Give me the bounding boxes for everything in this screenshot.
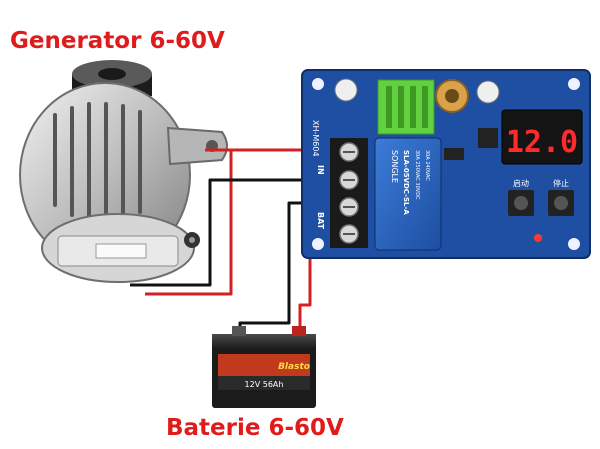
start-button-label: 启动 — [513, 178, 529, 188]
generator-image — [19, 60, 228, 283]
relay-spec-2-text: 30A 240VAC — [424, 150, 430, 181]
stop-button-label: 停止 — [553, 178, 569, 188]
wire-generator-negative — [130, 178, 331, 287]
voltage-readout: 12.0 — [506, 125, 578, 160]
relay-model-text: SLA-05VDC-SL-A — [402, 150, 410, 215]
module-model-text: XH-M604 — [311, 120, 320, 157]
control-buttons — [508, 190, 574, 216]
relay — [374, 137, 442, 251]
relay-spec-1-text: 30A 250VAC 30VDC — [414, 150, 420, 200]
wire-generator-positive — [145, 148, 233, 296]
control-module — [301, 69, 591, 259]
battery-image — [212, 326, 316, 408]
battery-spec-text: 12V 56Ah — [245, 380, 284, 389]
battery-brand-text: Blasto — [278, 362, 310, 372]
relay-brand-text: SONGLE — [390, 150, 399, 183]
voltage-display — [501, 109, 583, 165]
terminal-in-text: IN — [316, 165, 325, 175]
screw-terminals — [330, 138, 368, 248]
battery-label: Baterie 6-60V — [166, 415, 344, 441]
generator-label: Generator 6-60V — [10, 28, 225, 54]
terminal-bat-text: BAT — [316, 212, 325, 230]
heatsink — [377, 79, 435, 135]
